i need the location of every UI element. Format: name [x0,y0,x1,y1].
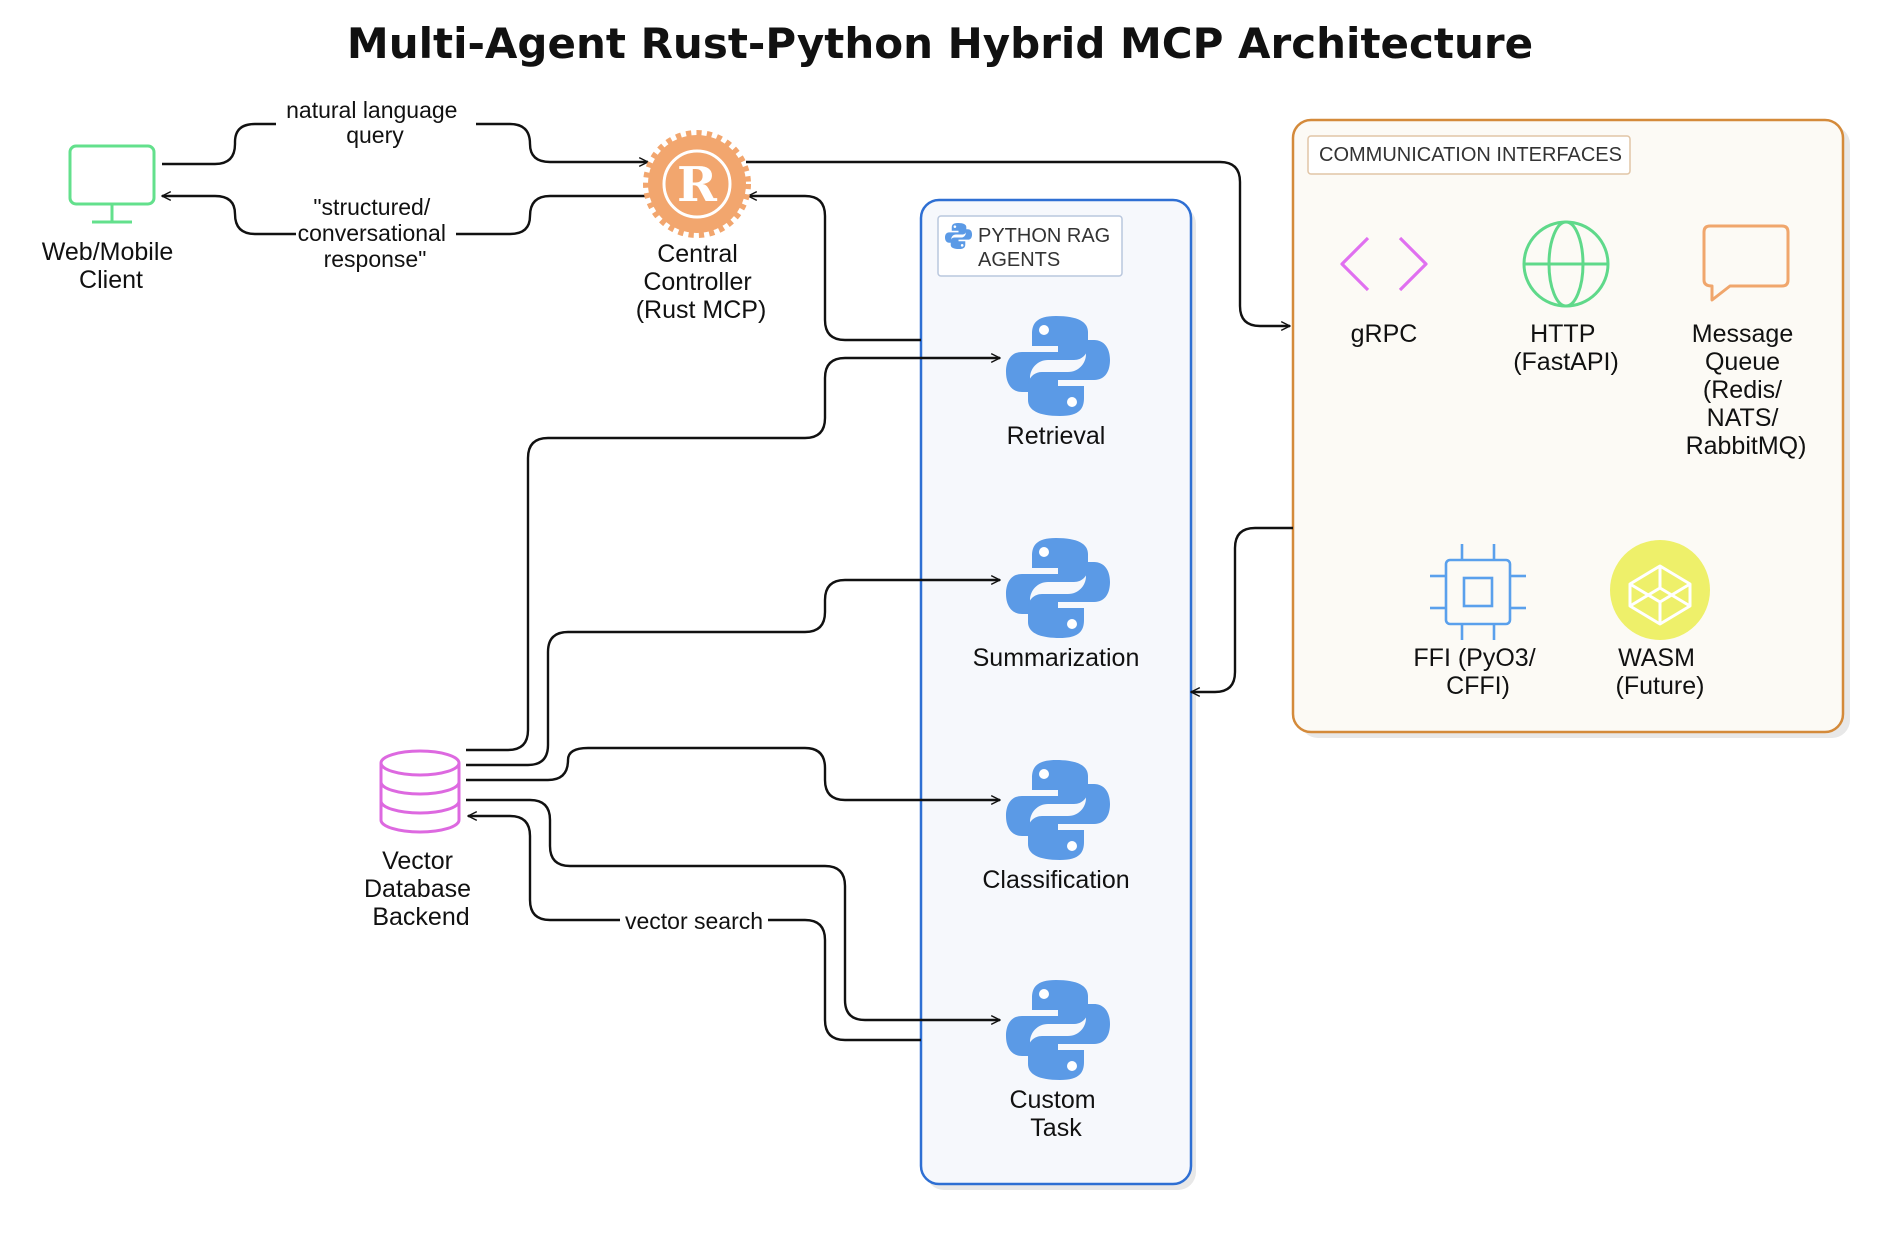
edge-controller-to-comm [746,160,1290,326]
codepen-cube-icon [1610,540,1710,640]
mq-label: RabbitMQ) [1686,432,1807,460]
agent-summarization: Summarization [973,538,1140,672]
monitor-icon [68,144,156,224]
agent-custom-task: Custom Task [1006,980,1110,1142]
wasm-label: WASM [1618,644,1695,672]
comm-ffi: FFI (PyO3/ CFFI) [1413,544,1542,700]
client-label-line: Client [79,266,143,294]
agent-classification: Classification [982,760,1130,894]
db-label-line: Database [364,875,471,903]
edge-db-to-summarization [466,580,1000,767]
svg-text:natural language query: natural language query [286,97,464,148]
edge-label-line: natural language [286,97,457,123]
comm-group-header: COMMUNICATION INTERFACES [1319,144,1622,166]
agent-label: Custom [1009,1086,1095,1114]
edge-label-response: "structured/ conversational response" [296,190,456,272]
comm-wasm: WASM (Future) [1610,540,1710,700]
controller-label-line: Central [657,240,738,268]
svg-text:Custom Task: Custom Task [1009,1086,1102,1142]
grpc-label: gRPC [1351,320,1418,348]
svg-text:Vector Database Ba: Vector Database Backend [364,847,478,931]
svg-text:R: R [677,157,718,213]
edge-db-to-classification [466,746,1000,800]
db-label-line: Backend [372,903,469,931]
controller-label-line: (Rust MCP) [636,296,767,324]
svg-text:PYTHON RAG AGENTS: PYTHON RAG AGENTS [978,225,1116,271]
comm-http: HTTP (FastAPI) [1513,220,1619,376]
agent-retrieval: Retrieval [1006,316,1110,450]
svg-text:FFI (PyO3/ CFFI): FFI (PyO3/ CFFI) [1413,644,1542,700]
edge-client-to-controller [162,122,648,164]
edge-label-query: natural language query [276,93,476,149]
globe-icon [1522,220,1610,308]
client-label-line: Web/Mobile [42,238,174,266]
controller-label-line: Controller [643,268,751,296]
svg-text:"structured/ conversatio: "structured/ conversational response" [298,194,453,272]
edge-label-line: response" [324,246,427,272]
svg-text:HTTP (FastAPI): HTTP (FastAPI) [1513,320,1619,376]
rust-gear-icon: R [643,130,751,238]
comm-interfaces-header: COMMUNICATION INTERFACES [1307,135,1631,175]
edge-label-vector-search: vector search [620,906,768,936]
comm-grpc: gRPC [1340,236,1428,348]
vector-db-node: Vector Database Backend [364,749,478,931]
edge-db-to-custom [466,798,1000,1020]
agent-label: Summarization [973,644,1140,672]
edge-label-line: vector search [625,908,763,934]
http-label: HTTP [1530,320,1595,348]
edge-label-line: conversational [298,220,446,246]
mq-label: (Redis/ [1703,376,1782,404]
database-icon [379,749,461,834]
svg-text:Central Controller: Central Controller (Rust MCP) [636,240,767,324]
svg-text:WASM (Future): WASM (Future) [1616,644,1705,700]
controller-node: R Central Controller (Rust MCP) [636,130,767,324]
chip-icon [1430,544,1526,640]
python-group-header-line: AGENTS [978,249,1060,271]
edge-agents-to-controller [748,196,921,342]
mq-label: Queue [1705,348,1780,376]
ffi-label: FFI (PyO3/ [1413,644,1535,672]
client-node: Web/Mobile Client [42,144,181,294]
python-agents-header: PYTHON RAG AGENTS [937,215,1123,277]
edge-comm-to-agents [1191,526,1293,692]
wasm-label: (Future) [1616,672,1705,700]
ffi-label: CFFI) [1446,672,1510,700]
mq-label: NATS/ [1707,404,1779,432]
svg-text:Web/Mobile Client: Web/Mobile Client [42,238,181,294]
svg-text:Message Queue (Red: Message Queue (Redis/ NATS/ RabbitMQ) [1686,320,1807,460]
python-group-header-line: PYTHON RAG [978,225,1110,247]
http-label: (FastAPI) [1513,348,1619,376]
agent-label: Classification [982,866,1129,894]
db-label-line: Vector [382,847,453,875]
edge-db-to-retrieval [466,358,1000,752]
chat-bubble-icon [1702,224,1790,302]
edge-label-line: query [346,122,404,148]
agent-label: Retrieval [1007,422,1106,450]
diagram-title: Multi-Agent Rust-Python Hybrid MCP Archi… [347,19,1533,68]
agent-label: Task [1030,1114,1082,1142]
code-brackets-icon [1340,236,1428,292]
edge-label-line: "structured/ [313,194,430,220]
mq-label: Message [1692,320,1793,348]
comm-message-queue: Message Queue (Redis/ NATS/ RabbitMQ) [1686,224,1807,460]
